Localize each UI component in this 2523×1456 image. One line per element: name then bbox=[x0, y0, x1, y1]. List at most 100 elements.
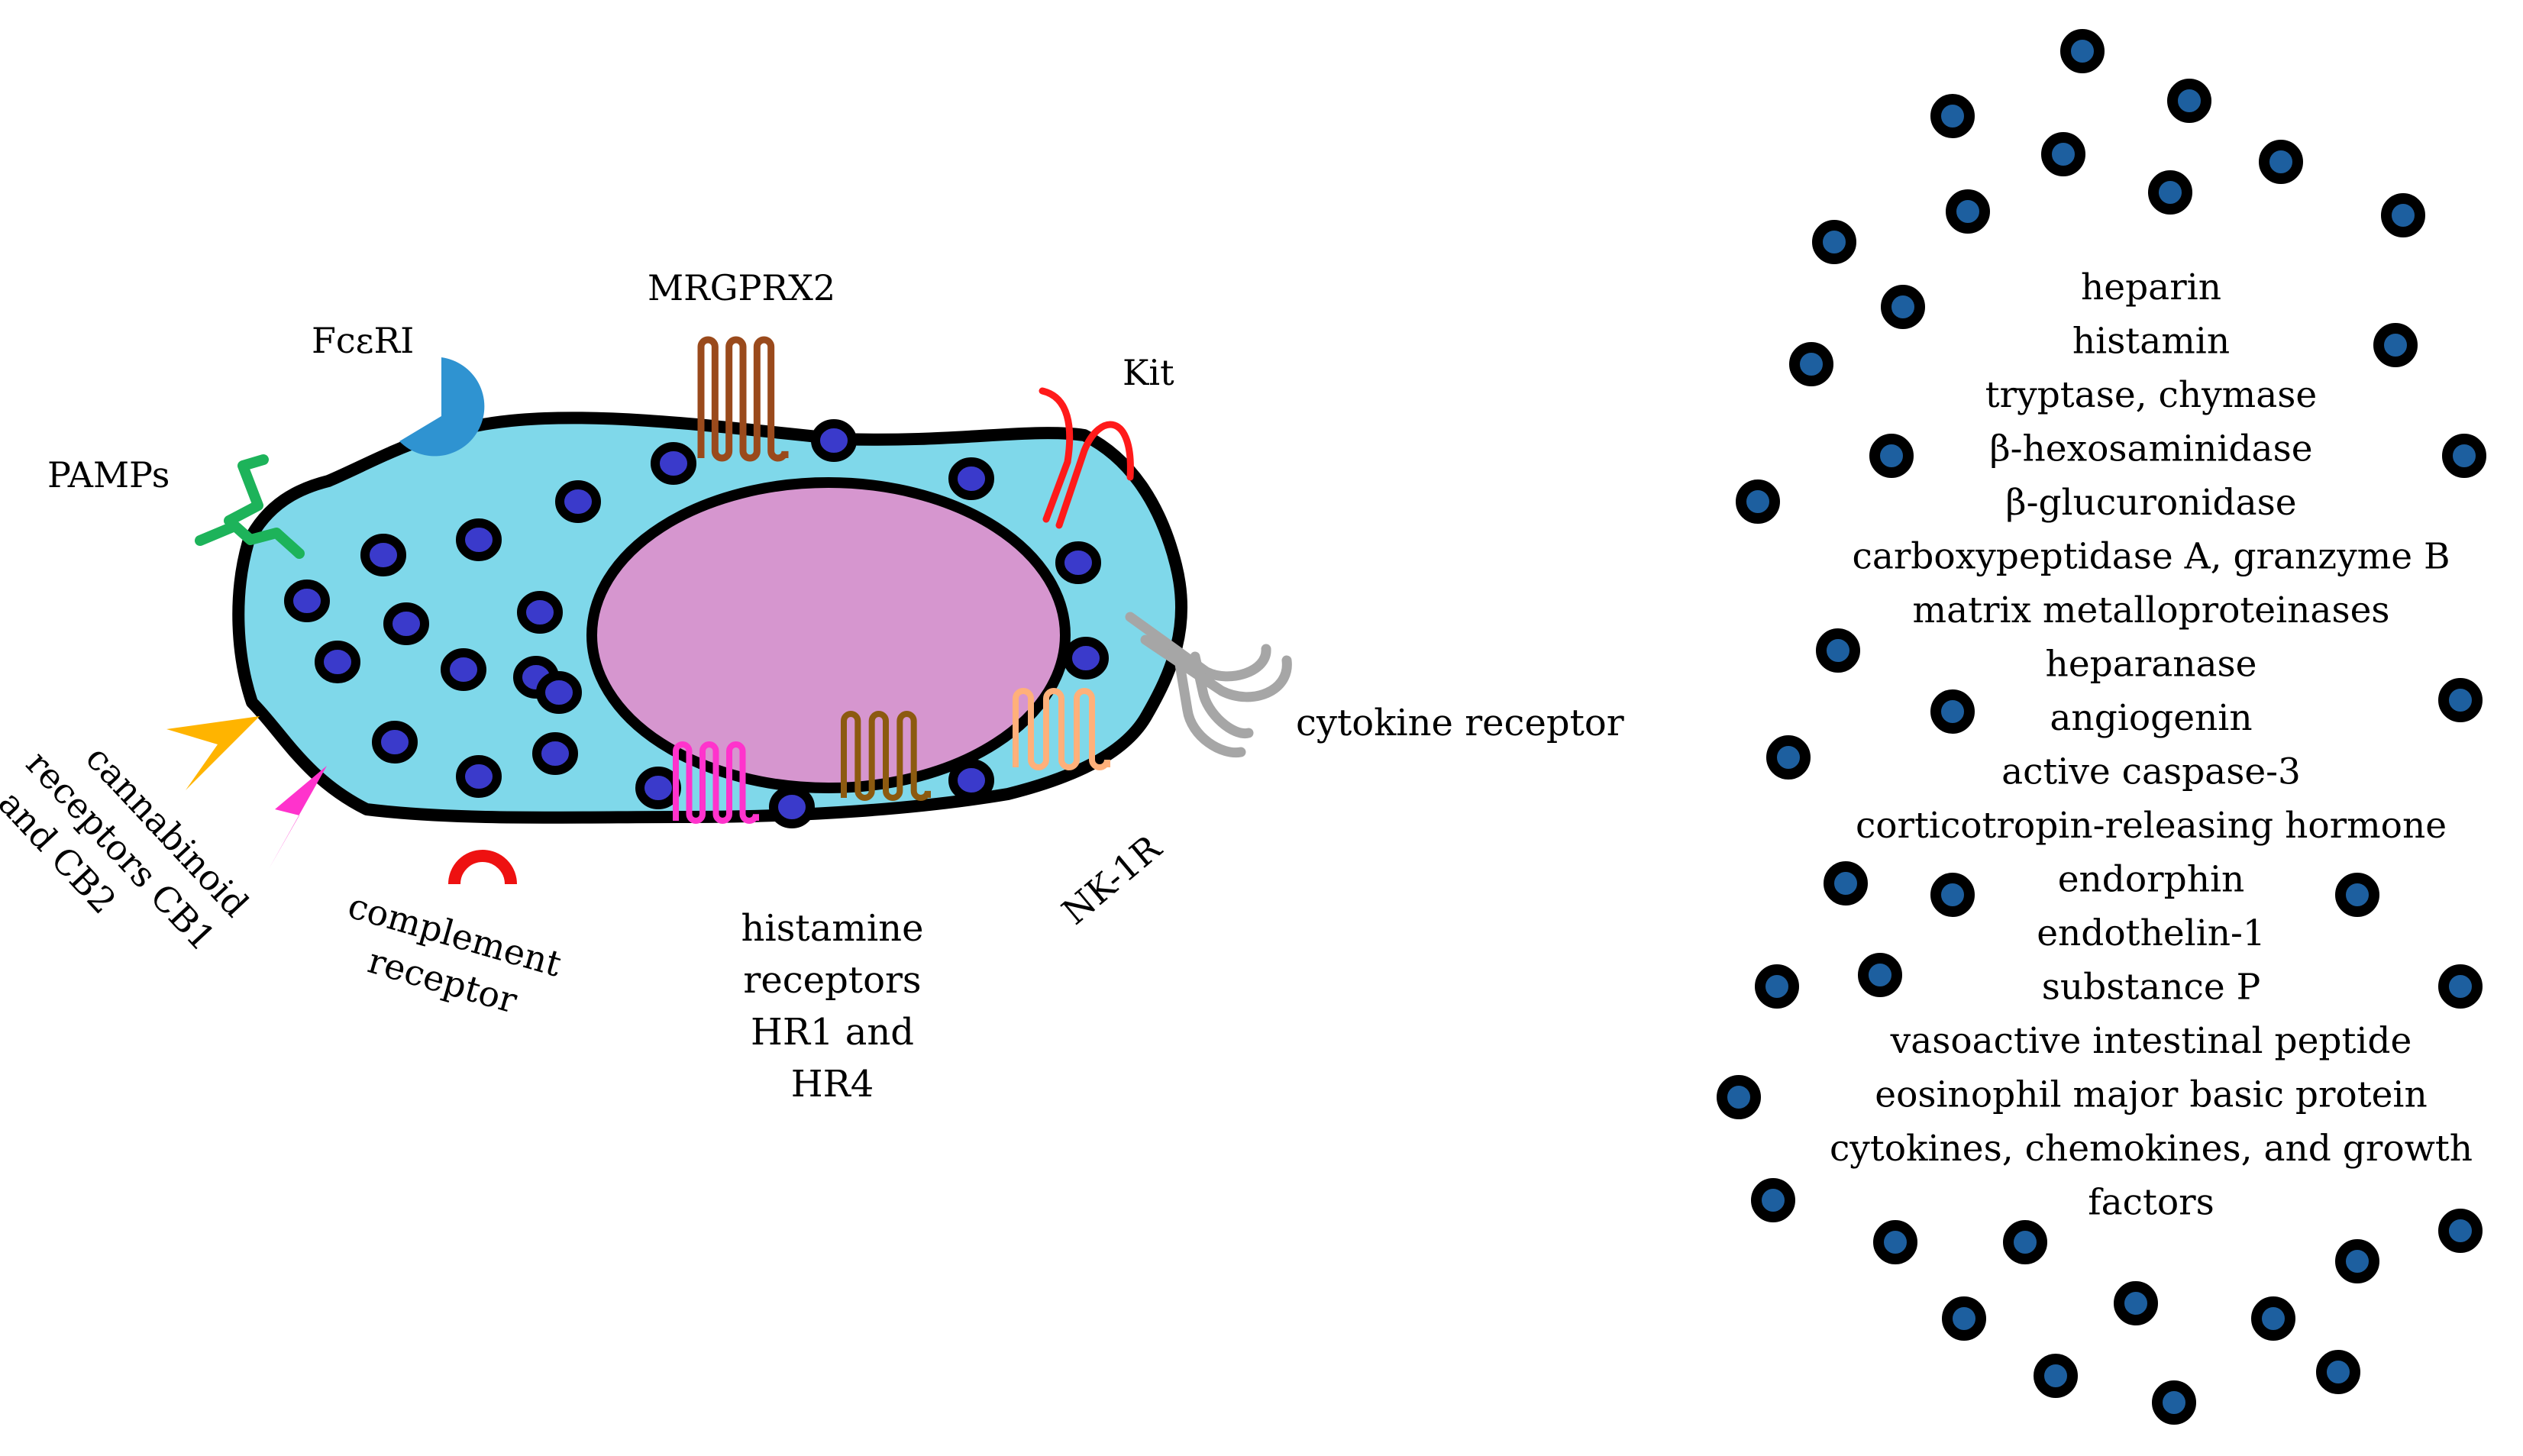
pamp-receptor-icon bbox=[195, 454, 305, 559]
mediator-item: cytokines, chemokines, and growth bbox=[1830, 1128, 2473, 1170]
seven-pass-receptor-icon bbox=[697, 336, 789, 462]
released-granule bbox=[2438, 964, 2483, 1009]
released-granule bbox=[2442, 434, 2486, 478]
released-granule bbox=[1873, 1220, 1917, 1264]
seven-pass-receptor-icon bbox=[1013, 688, 1110, 770]
mediator-item: heparin bbox=[2081, 266, 2221, 308]
released-granule bbox=[2373, 323, 2418, 367]
svg-text:receptors: receptors bbox=[743, 959, 921, 1002]
nk1r-label: NK-1R bbox=[1054, 826, 1169, 932]
mediator-item: eosinophil major basic protein bbox=[1875, 1074, 2427, 1116]
granule bbox=[635, 767, 681, 809]
svg-text:HR4: HR4 bbox=[791, 1063, 874, 1106]
released-granule bbox=[1942, 1296, 1986, 1341]
released-granule bbox=[2060, 29, 2105, 73]
mediator-item: endothelin-1 bbox=[2037, 912, 2266, 954]
released-granule bbox=[2335, 1239, 2379, 1283]
mediator-item: heparanase bbox=[2046, 644, 2257, 686]
mediator-item: β-hexosaminidase bbox=[1989, 428, 2312, 470]
released-granule bbox=[2034, 1354, 2078, 1398]
granule bbox=[536, 671, 582, 714]
released-granule bbox=[2259, 140, 2303, 184]
granule bbox=[769, 786, 815, 828]
seven-pass-receptor-icon bbox=[673, 741, 759, 824]
released-granule bbox=[1736, 479, 1780, 524]
granule bbox=[1063, 637, 1109, 680]
granule bbox=[532, 732, 578, 775]
released-granule bbox=[1717, 1075, 1761, 1119]
mediator-item: histamin bbox=[2072, 321, 2230, 363]
mediator-item: active caspase-3 bbox=[2001, 751, 2301, 793]
released-granule bbox=[1755, 964, 1799, 1009]
granule bbox=[651, 442, 696, 485]
released-granule bbox=[2381, 193, 2425, 237]
released-granule bbox=[1881, 285, 1925, 329]
granule bbox=[1055, 541, 1101, 584]
released-granule bbox=[2003, 1220, 2047, 1264]
released-granule bbox=[2148, 170, 2192, 215]
released-granule bbox=[1930, 689, 1975, 734]
arrowhead-receptor-icon bbox=[269, 766, 327, 869]
arrowhead-receptor-icon bbox=[166, 716, 260, 790]
svg-text:histamine: histamine bbox=[741, 907, 924, 950]
mrgprx2-label: MRGPRX2 bbox=[648, 267, 835, 308]
released-granule bbox=[2335, 873, 2379, 917]
granule bbox=[456, 518, 502, 561]
arc-receptor-icon bbox=[448, 850, 517, 885]
fceri-label: FcεRI bbox=[312, 320, 414, 361]
kit-label: Kit bbox=[1123, 352, 1174, 393]
svg-text:HR1 and: HR1 and bbox=[751, 1011, 914, 1054]
released-granule bbox=[2316, 1350, 2360, 1394]
granule bbox=[948, 759, 994, 802]
released-granule bbox=[1816, 628, 1860, 673]
mediator-item: vasoactive intestinal peptide bbox=[1890, 1020, 2412, 1062]
kit-receptor-icon bbox=[1039, 387, 1134, 529]
cell-granules bbox=[284, 419, 1109, 828]
granule bbox=[284, 579, 330, 622]
released-granule bbox=[1824, 861, 1868, 906]
mediator-item: β-glucuronidase bbox=[2005, 482, 2296, 524]
released-granule bbox=[2438, 1209, 2483, 1253]
mediator-list: heparin histamin tryptase, chymase β-hexosa… bbox=[1830, 266, 2473, 1224]
released-granule bbox=[2438, 678, 2483, 722]
released-granule bbox=[1766, 735, 1811, 780]
granule bbox=[383, 602, 429, 645]
pamps-label: PAMPs bbox=[47, 454, 170, 496]
mediator-item: matrix metalloproteinases bbox=[1913, 589, 2390, 631]
released-granule bbox=[1858, 953, 1902, 997]
complement-receptor-label: complement receptor bbox=[344, 885, 567, 1022]
mediator-item: tryptase, chymase bbox=[1985, 374, 2317, 416]
mediator-item: endorphin bbox=[2058, 859, 2245, 901]
released-granule bbox=[2251, 1296, 2295, 1341]
released-granule bbox=[2114, 1281, 2158, 1325]
mast-cell bbox=[232, 412, 1188, 828]
mediator-item: carboxypeptidase A, granzyme B bbox=[1853, 536, 2450, 578]
released-granule bbox=[1812, 220, 1856, 264]
mediator-item: angiogenin bbox=[2050, 697, 2252, 739]
cell-nucleus bbox=[586, 477, 1071, 793]
granule bbox=[441, 648, 486, 691]
granule bbox=[555, 480, 601, 523]
histamine-receptors-label: histamine receptors HR1 and HR4 bbox=[741, 907, 924, 1106]
mediator-item: corticotropin-releasing hormone bbox=[1856, 805, 2447, 847]
released-granule bbox=[1751, 1178, 1795, 1222]
granule bbox=[811, 419, 857, 462]
released-granule bbox=[1789, 342, 1833, 386]
mediator-item: factors bbox=[2088, 1182, 2214, 1224]
cytokine-receptor-icon bbox=[1125, 612, 1292, 758]
released-granule bbox=[1930, 94, 1975, 138]
granule bbox=[372, 721, 418, 764]
released-granules bbox=[1717, 29, 2486, 1425]
cytokine-receptor-label: cytokine receptor bbox=[1296, 702, 1624, 744]
granule bbox=[456, 755, 502, 798]
granule bbox=[948, 457, 994, 500]
released-granule bbox=[2041, 132, 2085, 176]
granule bbox=[360, 534, 406, 576]
mediator-item: substance P bbox=[2042, 967, 2260, 1009]
released-granule bbox=[1869, 434, 1914, 478]
granule bbox=[517, 591, 563, 634]
released-granule bbox=[1946, 189, 1990, 234]
pie-receptor-icon bbox=[399, 357, 485, 457]
released-granule bbox=[2167, 79, 2211, 123]
